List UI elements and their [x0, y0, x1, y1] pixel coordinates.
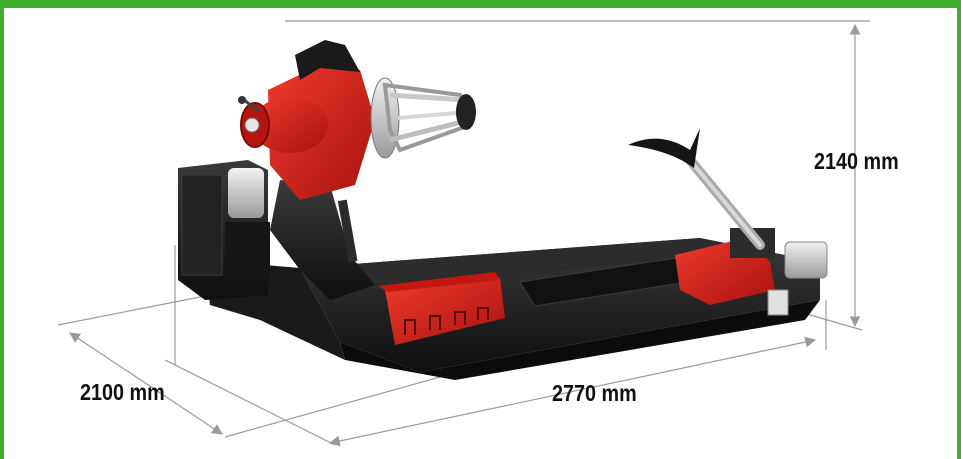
height-dimension-label: 2140 mm	[814, 148, 899, 174]
depth-extension-line	[164, 359, 336, 446]
motor-housing	[228, 168, 264, 218]
tool-arm-core	[688, 158, 762, 247]
width-dimension-arrow	[328, 336, 817, 447]
depth-dimension-arrow	[69, 332, 223, 435]
width-reference-line	[224, 371, 459, 438]
hydraulic-cylinder	[337, 199, 358, 263]
power-unit	[178, 160, 270, 300]
tool-roller	[767, 289, 789, 316]
wheel-carriage	[238, 40, 375, 200]
column-body	[270, 180, 375, 300]
bench-red-panel	[378, 272, 505, 345]
height-bottom-reference-line	[799, 311, 863, 331]
chuck-arm-1	[389, 92, 466, 103]
width-dimension-label: 2770 mm	[552, 380, 637, 406]
dimension-lines	[57, 20, 870, 447]
depth-reference-line-front	[57, 295, 206, 326]
spindle-knob	[238, 96, 246, 104]
pump-block	[225, 222, 270, 280]
chuck-arm-2	[389, 119, 463, 143]
spindle-centre	[244, 117, 260, 133]
depth-dimension-label: 2100 mm	[80, 379, 165, 405]
column	[270, 180, 375, 300]
chuck-arms	[382, 82, 473, 153]
power-unit-panel	[181, 174, 223, 276]
base-rail-top-face	[300, 238, 760, 290]
spindle-lever	[243, 98, 261, 114]
chuck-jaw-head	[456, 94, 476, 130]
tool-head	[784, 241, 828, 279]
tool-carriage	[628, 128, 828, 316]
carriage-top-black	[295, 40, 360, 80]
wheel-chuck	[370, 77, 476, 159]
spindle-hub-red	[252, 97, 328, 153]
tool-hook	[628, 128, 700, 168]
bench-red-top	[378, 272, 500, 292]
